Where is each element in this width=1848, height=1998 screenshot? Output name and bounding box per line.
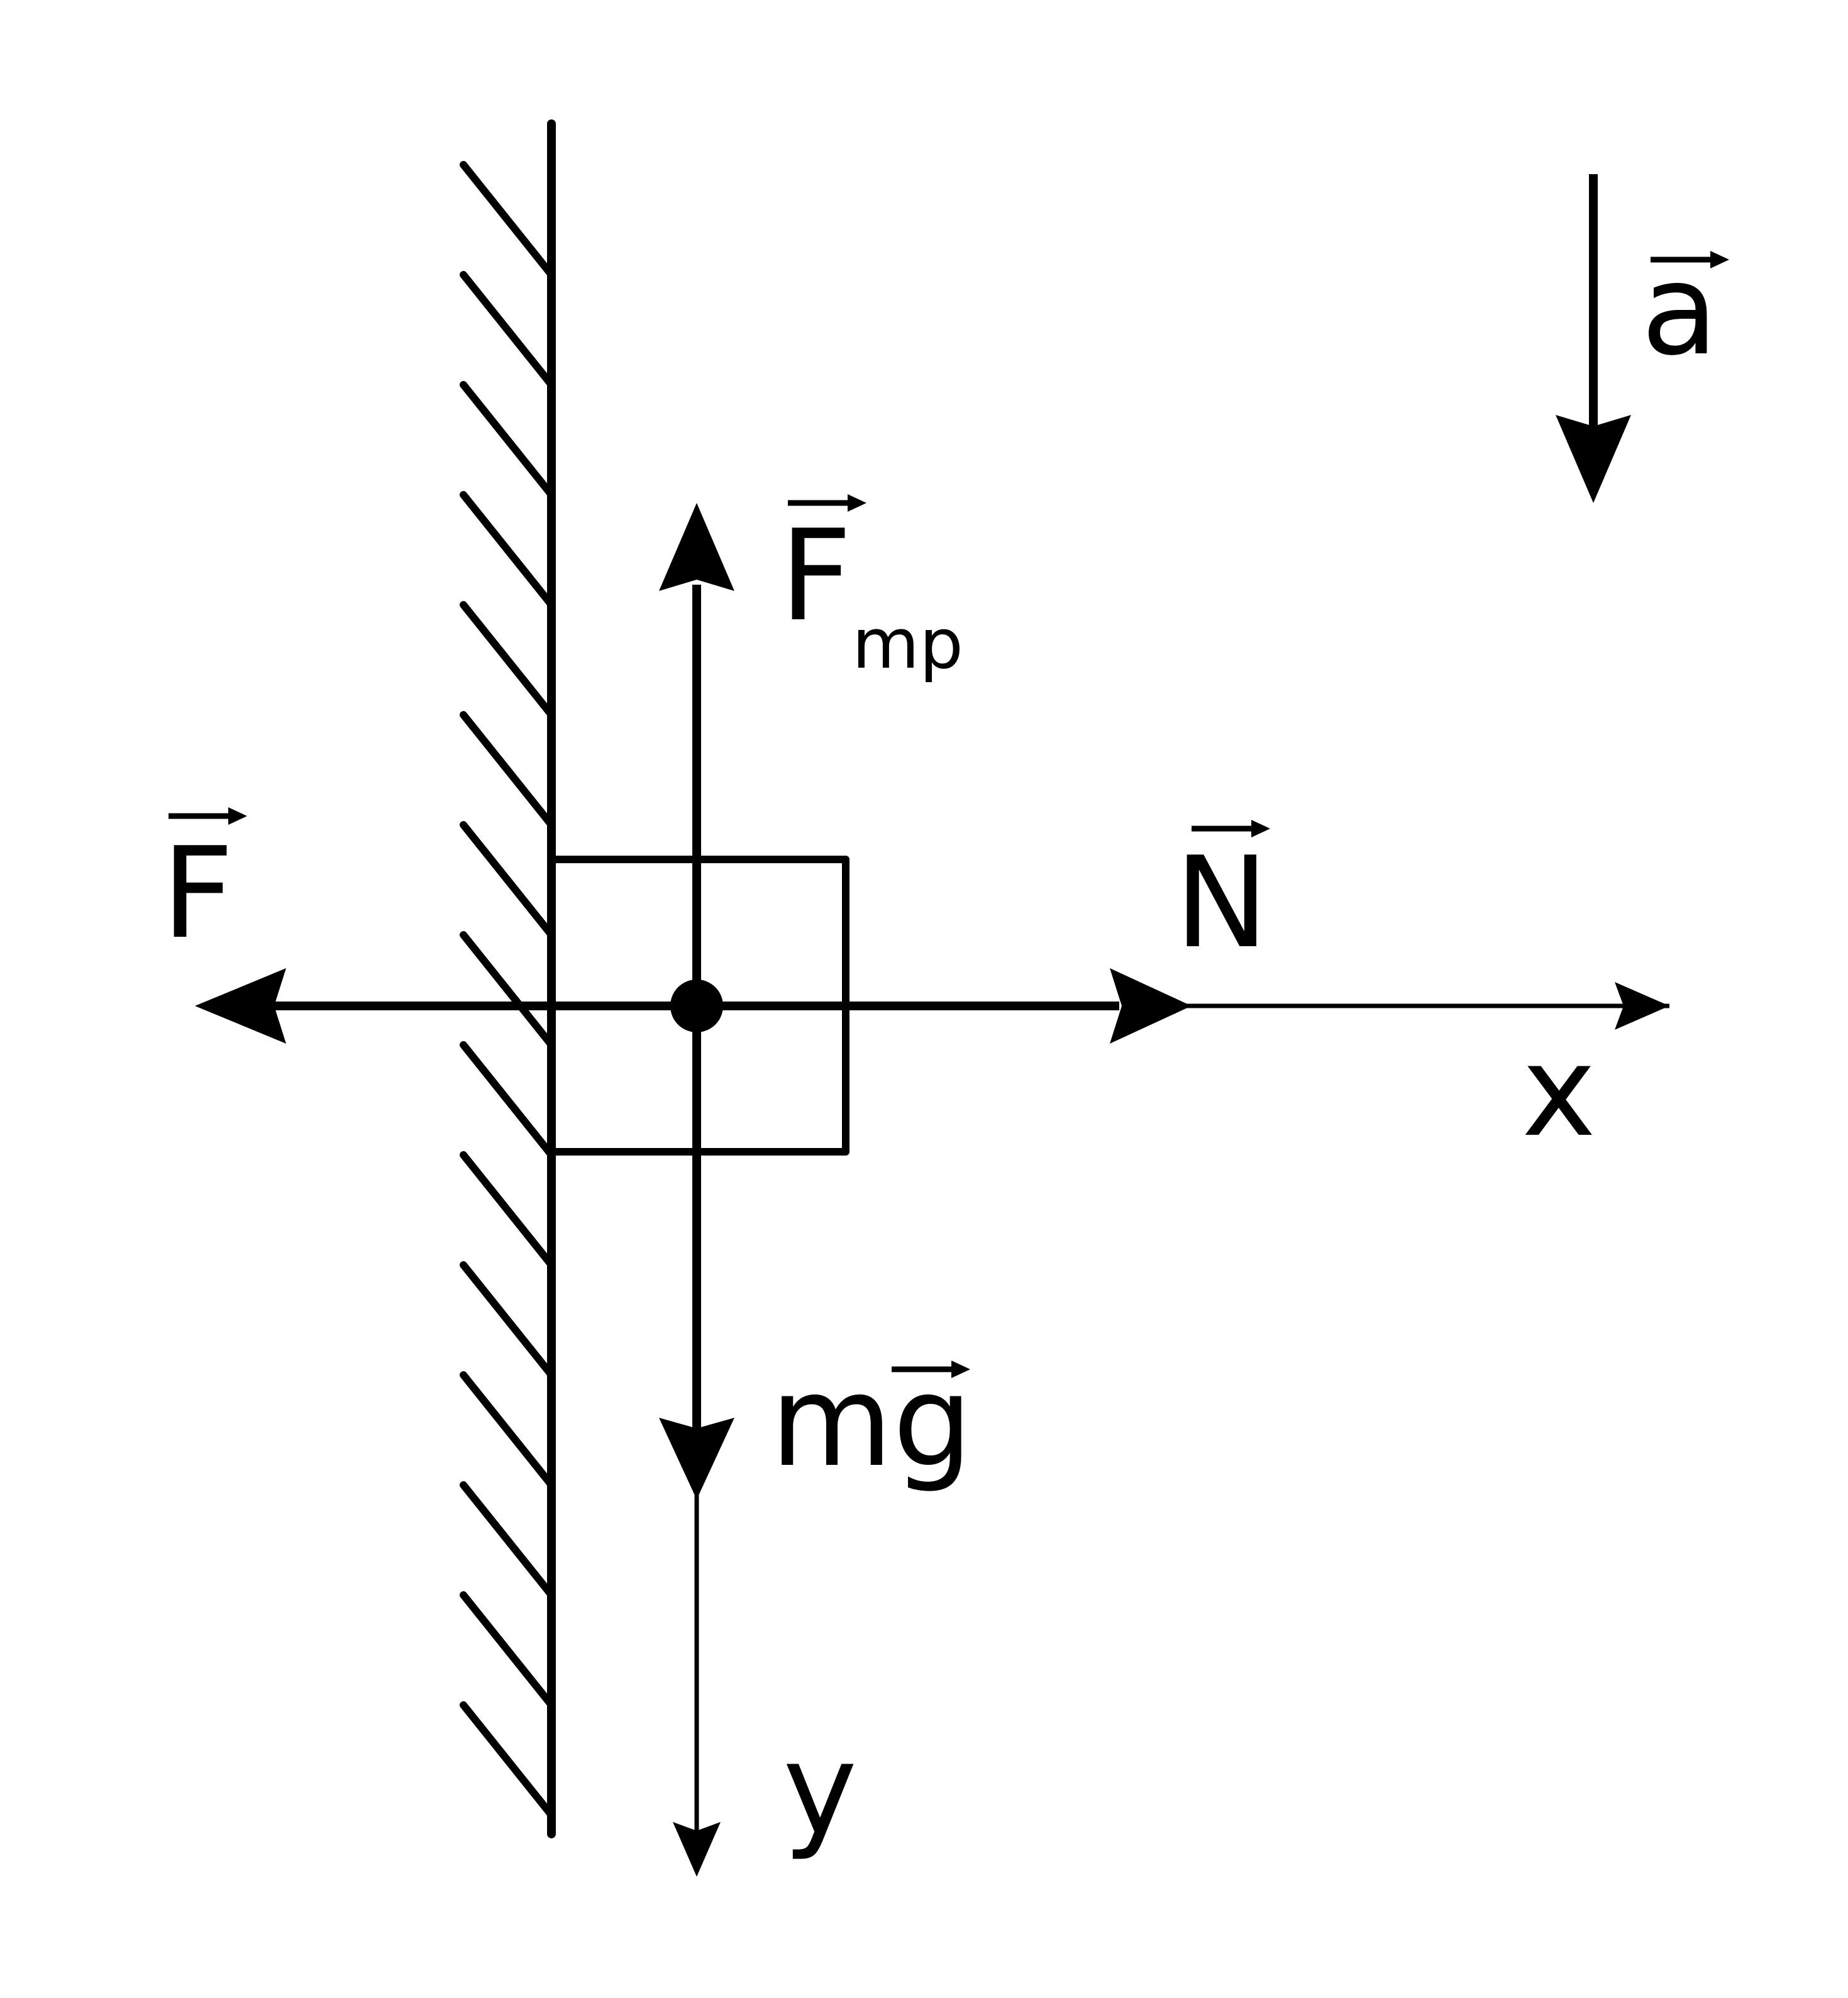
normal-force-vector-bar-tip — [1251, 820, 1270, 837]
applied-force-label: F — [162, 807, 247, 967]
normal-force-label-text: N — [1175, 830, 1269, 976]
x-axis-label: x — [1522, 1018, 1596, 1165]
normal-force-label: N — [1175, 820, 1270, 976]
friction-label-subscript: mp — [852, 604, 963, 684]
applied-force-vector-bar-tip — [228, 807, 247, 825]
y-axis-label: y — [783, 1716, 857, 1863]
normal-force-arrowhead — [1110, 968, 1192, 1044]
weight-arrowhead — [659, 1418, 734, 1499]
weight-label-text: mg — [770, 1349, 973, 1495]
weight-label: mg — [770, 1349, 973, 1495]
weight-vector-bar-tip — [951, 1361, 970, 1378]
wall-hatching — [460, 161, 555, 1819]
labels: F mp F N mg a x y — [162, 237, 1729, 1863]
friction-force-arrowhead — [659, 503, 734, 591]
friction-label: F mp — [780, 494, 963, 684]
x-axis-arrowhead — [1615, 982, 1669, 1030]
acceleration-arrowhead — [1556, 415, 1631, 503]
acceleration-vector-bar-tip — [1710, 251, 1729, 268]
center-of-mass-dot — [670, 980, 723, 1032]
friction-label-main: F — [780, 503, 852, 649]
applied-force-arrowhead — [195, 968, 286, 1044]
applied-force-label-text: F — [162, 820, 234, 967]
friction-vector-bar-tip — [848, 494, 866, 512]
wall — [460, 119, 556, 1838]
acceleration-label: a — [1641, 237, 1729, 384]
axes — [673, 982, 1669, 1877]
y-axis-arrowhead — [673, 1822, 721, 1877]
force-vectors — [195, 174, 1631, 1499]
